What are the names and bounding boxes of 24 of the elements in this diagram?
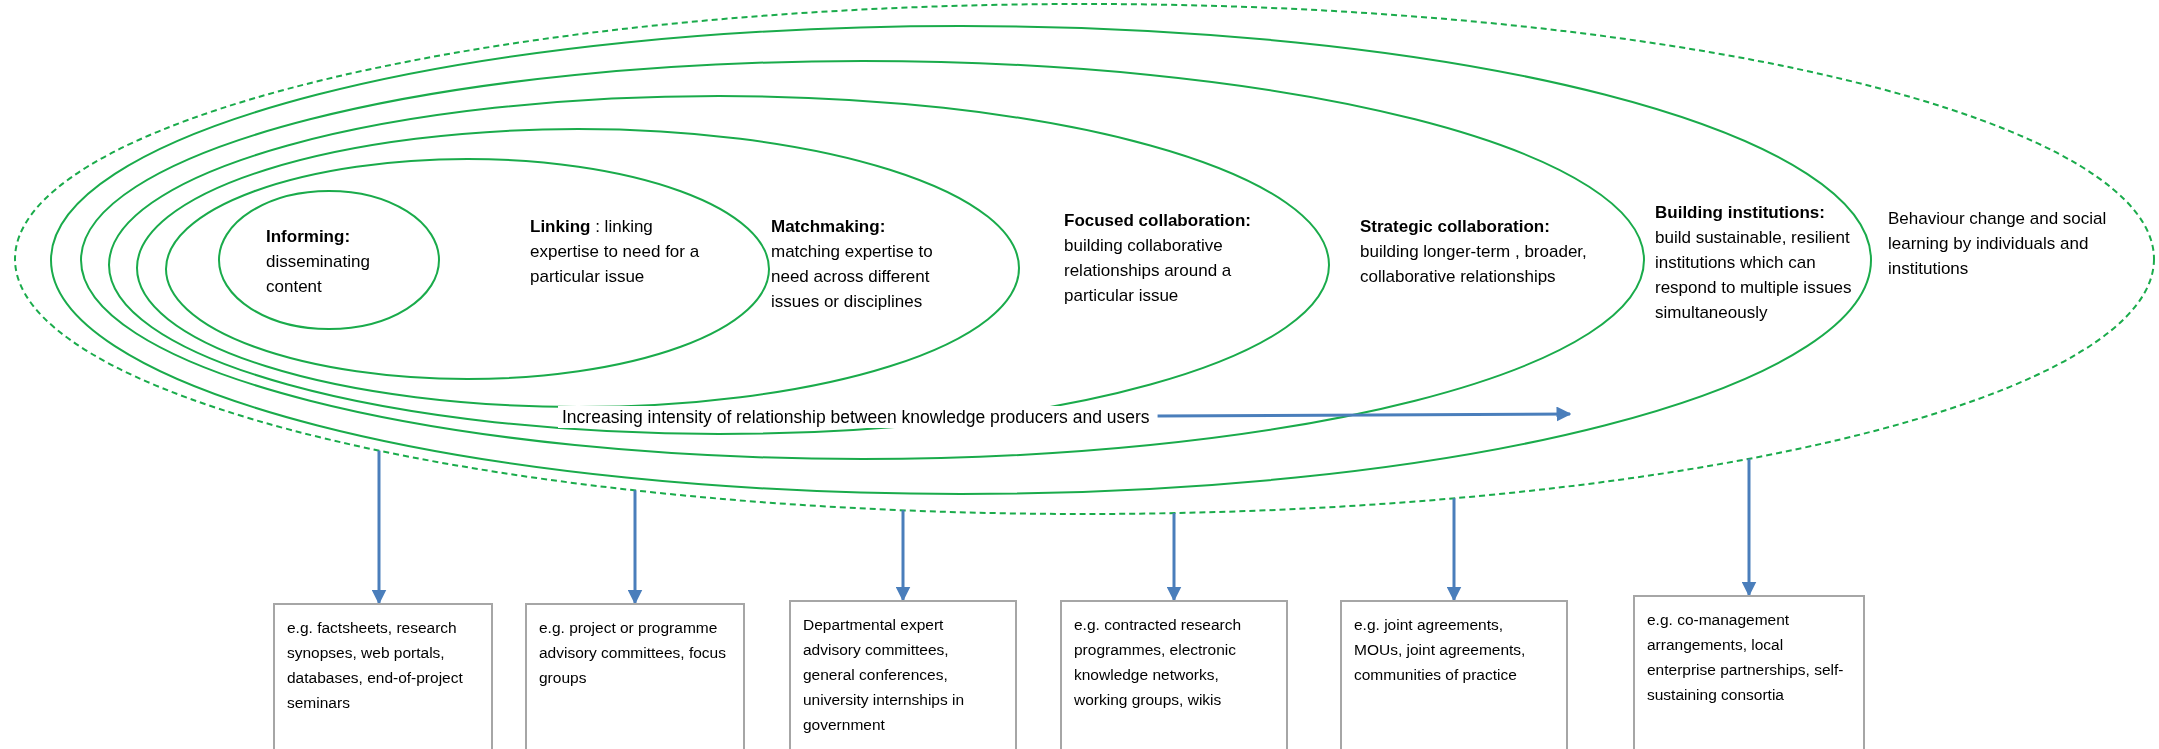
example-box: e.g. joint agreements, MOUs, joint agreements, communities of practice: [1340, 600, 1568, 749]
example-box: e.g. project or programme advisory committees, focus groups: [525, 603, 745, 749]
heading-text: Building institutions:: [1655, 202, 1826, 224]
arrow: [1446, 498, 1462, 602]
description-text: building collaborative relationships around a particular issue: [1064, 235, 1233, 307]
heading-text: Strategic collaboration:: [1360, 216, 1551, 238]
description-text: Linking : linking expertise to need for a particular issue: [530, 216, 701, 288]
heading-text: Focused collaboration:: [1064, 210, 1253, 232]
heading-text: Matchmaking:: [771, 216, 887, 238]
example-box: e.g. contracted research programmes, electronic knowledge networks, working groups, wikis: [1060, 600, 1288, 749]
arrow: [1166, 513, 1182, 602]
description-text: building longer-term , broader, collaborative relationships: [1360, 241, 1588, 288]
arrow: [1741, 458, 1757, 597]
description-text: Behaviour change and social learning by individuals and institutions: [1888, 208, 2108, 280]
arrow: [895, 510, 911, 602]
example-box: e.g. factsheets, research synopses, web portals, databases, end-of-project seminars: [273, 603, 493, 749]
example-box: Departmental expert advisory committees, general conferences, university internships in government: [789, 600, 1017, 749]
description-text: build sustainable, resilient institutions which can respond to multiple issues simultaneously: [1655, 227, 1853, 324]
arrow: [371, 450, 387, 605]
heading-text: Informing:: [266, 226, 352, 248]
arrow: [627, 490, 643, 605]
description-text: matching expertise to need across different issues or disciplines: [771, 241, 934, 313]
example-box: e.g. co-management arrangements, local enterprise partnerships, self-sustaining consortia: [1633, 595, 1865, 749]
description-text: disseminating content: [266, 251, 371, 298]
